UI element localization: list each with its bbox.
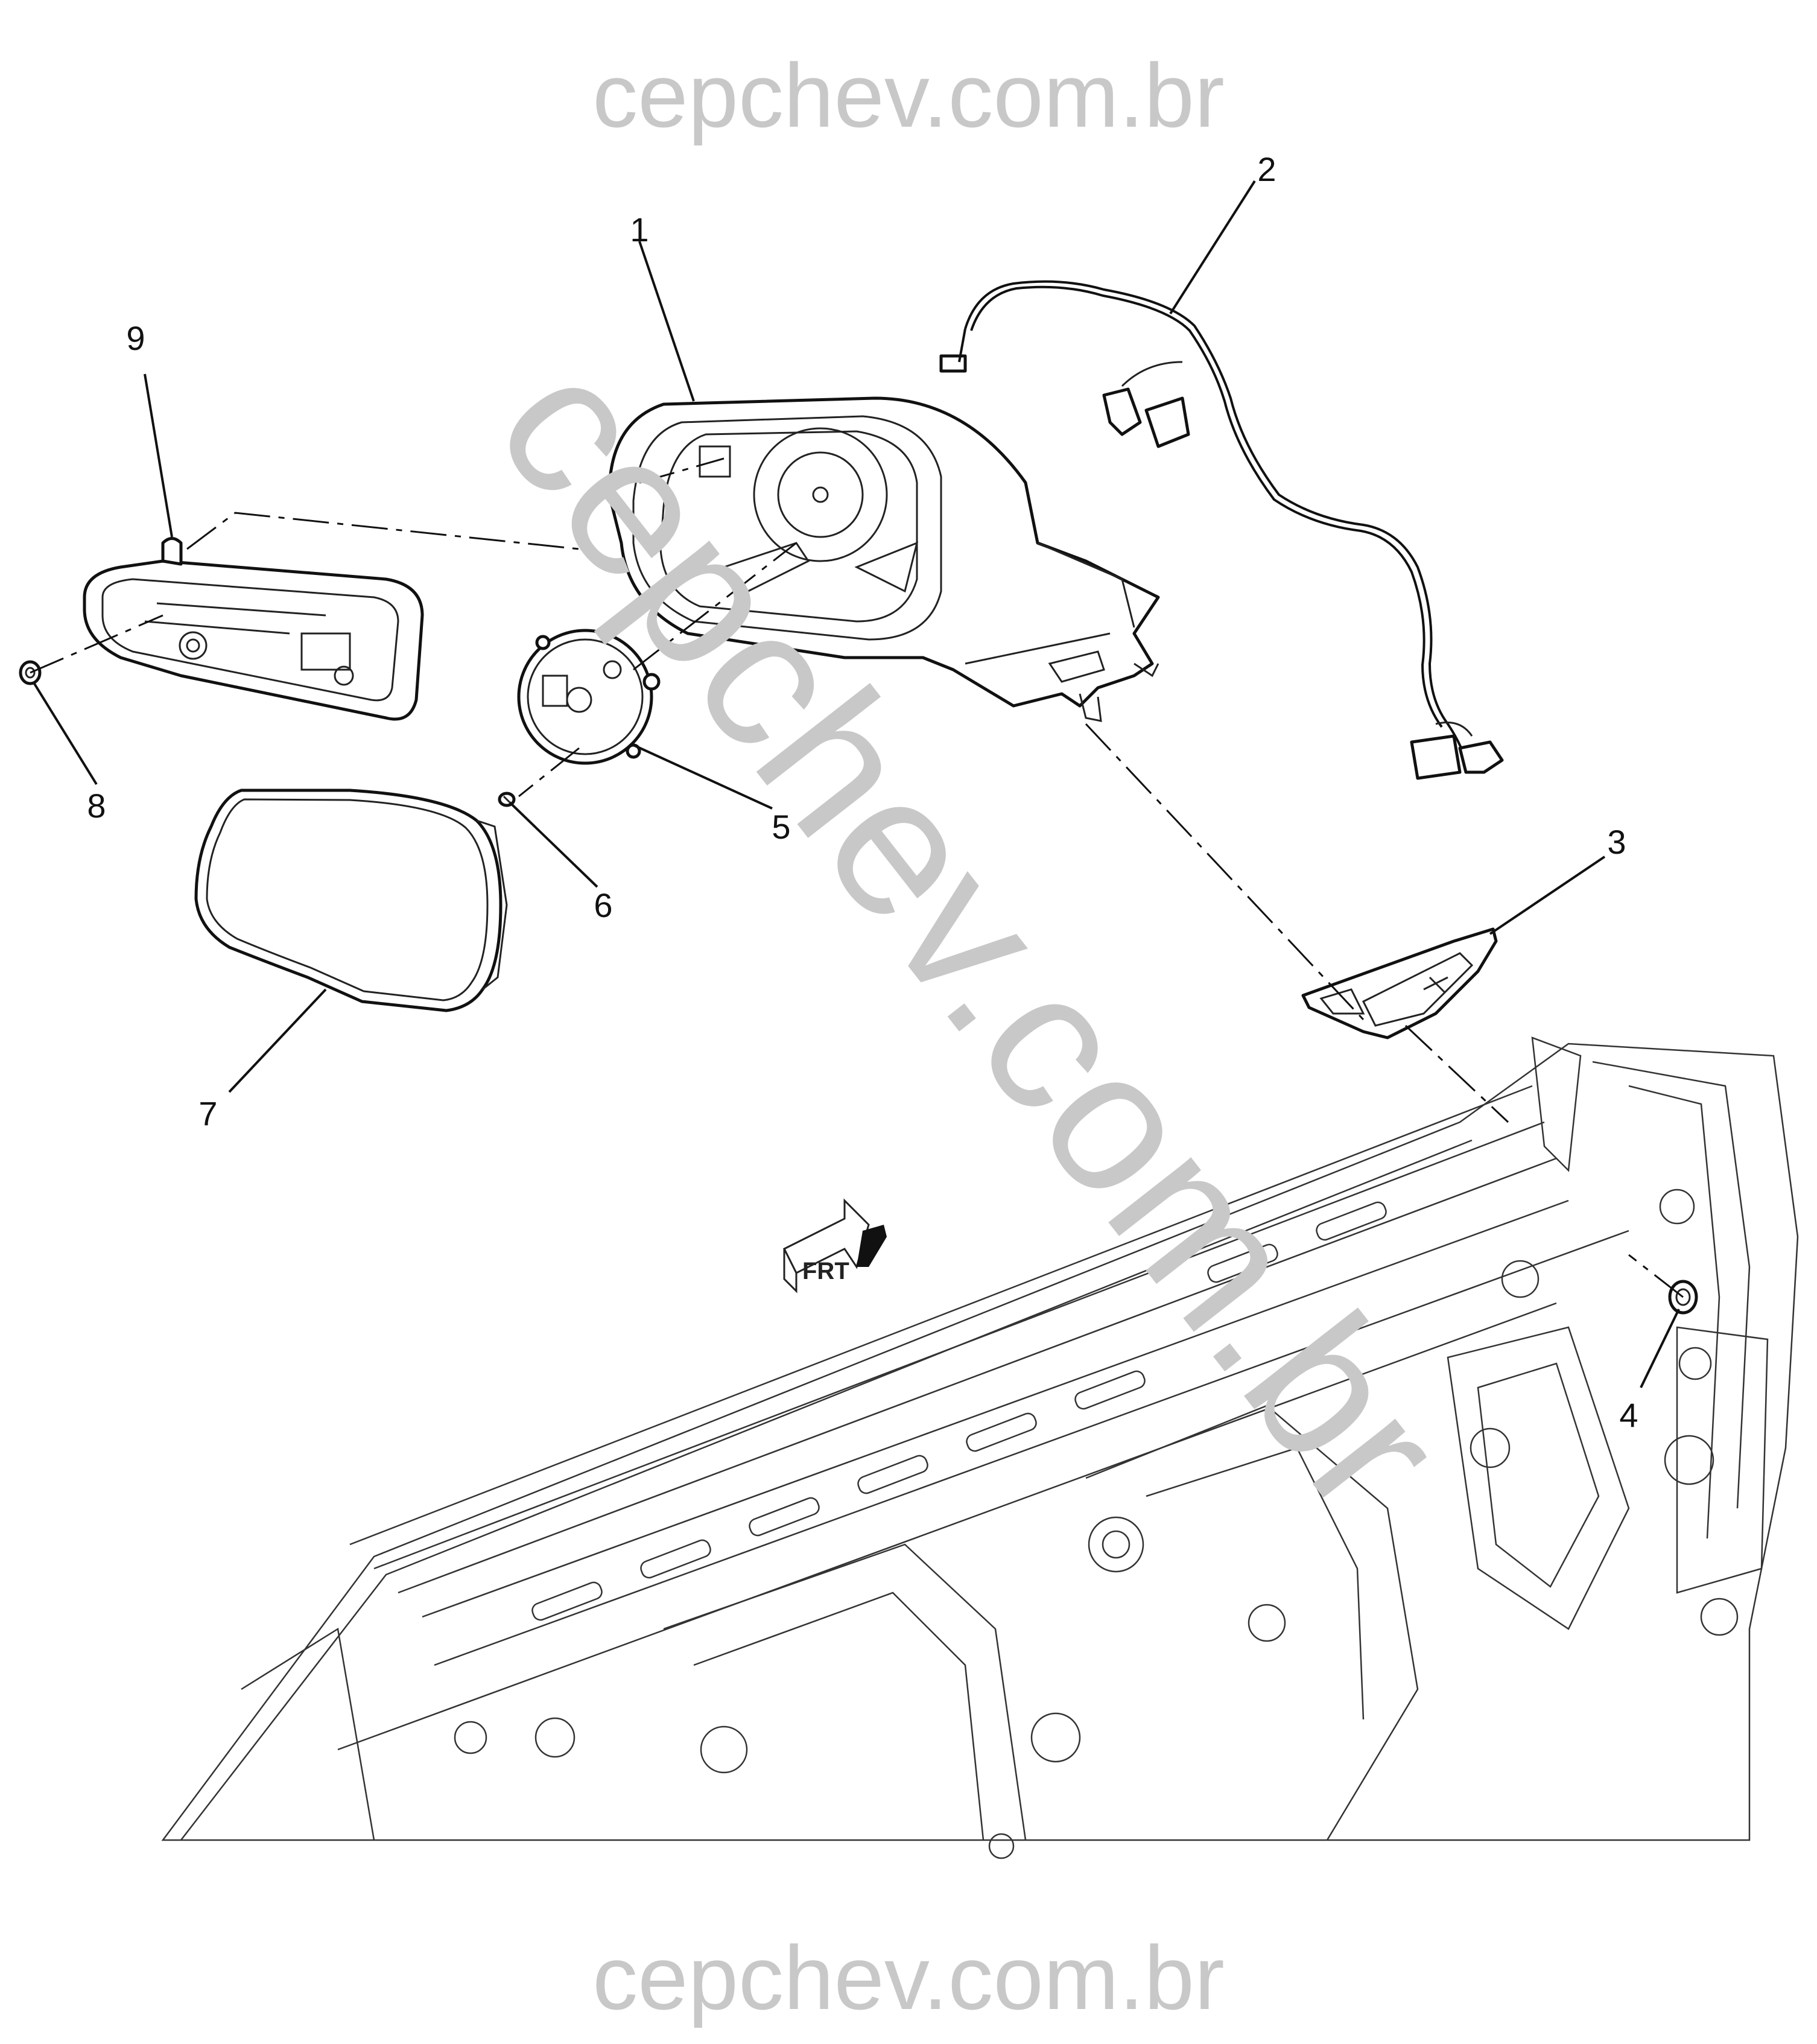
turn-signal-lamp-part-9 <box>83 537 424 721</box>
door-frame-slots <box>531 1201 1387 1621</box>
door-frame-holes <box>454 1189 1739 1859</box>
mirror-actuator-part-5 <box>517 629 661 765</box>
front-direction-indicator: FRT <box>782 1198 887 1293</box>
callout-3: 3 <box>1607 823 1626 861</box>
frt-label: FRT <box>802 1258 849 1284</box>
leader-lines <box>32 180 1680 1388</box>
callout-6: 6 <box>594 886 612 924</box>
watermark-bottom: cepchev.com.br <box>592 1927 1225 2028</box>
watermark-top: cepchev.com.br <box>592 45 1225 146</box>
wiring-harness-part-2 <box>939 280 1504 780</box>
callout-5: 5 <box>772 808 790 846</box>
callout-8: 8 <box>87 787 106 825</box>
mirror-housing-part-1 <box>607 396 1160 722</box>
callout-9: 9 <box>126 319 145 357</box>
callout-labels: 1 2 3 4 5 6 7 8 9 <box>87 150 1638 1434</box>
mirror-glass-part-7 <box>194 789 508 1012</box>
door-frame-structure <box>161 1036 1799 1859</box>
alignment-lines <box>30 457 1684 1298</box>
mirror-gasket-part-3 <box>1301 927 1498 1039</box>
callout-1: 1 <box>630 211 648 249</box>
callout-2: 2 <box>1257 150 1276 188</box>
callout-7: 7 <box>198 1094 217 1132</box>
callout-4: 4 <box>1619 1396 1638 1434</box>
